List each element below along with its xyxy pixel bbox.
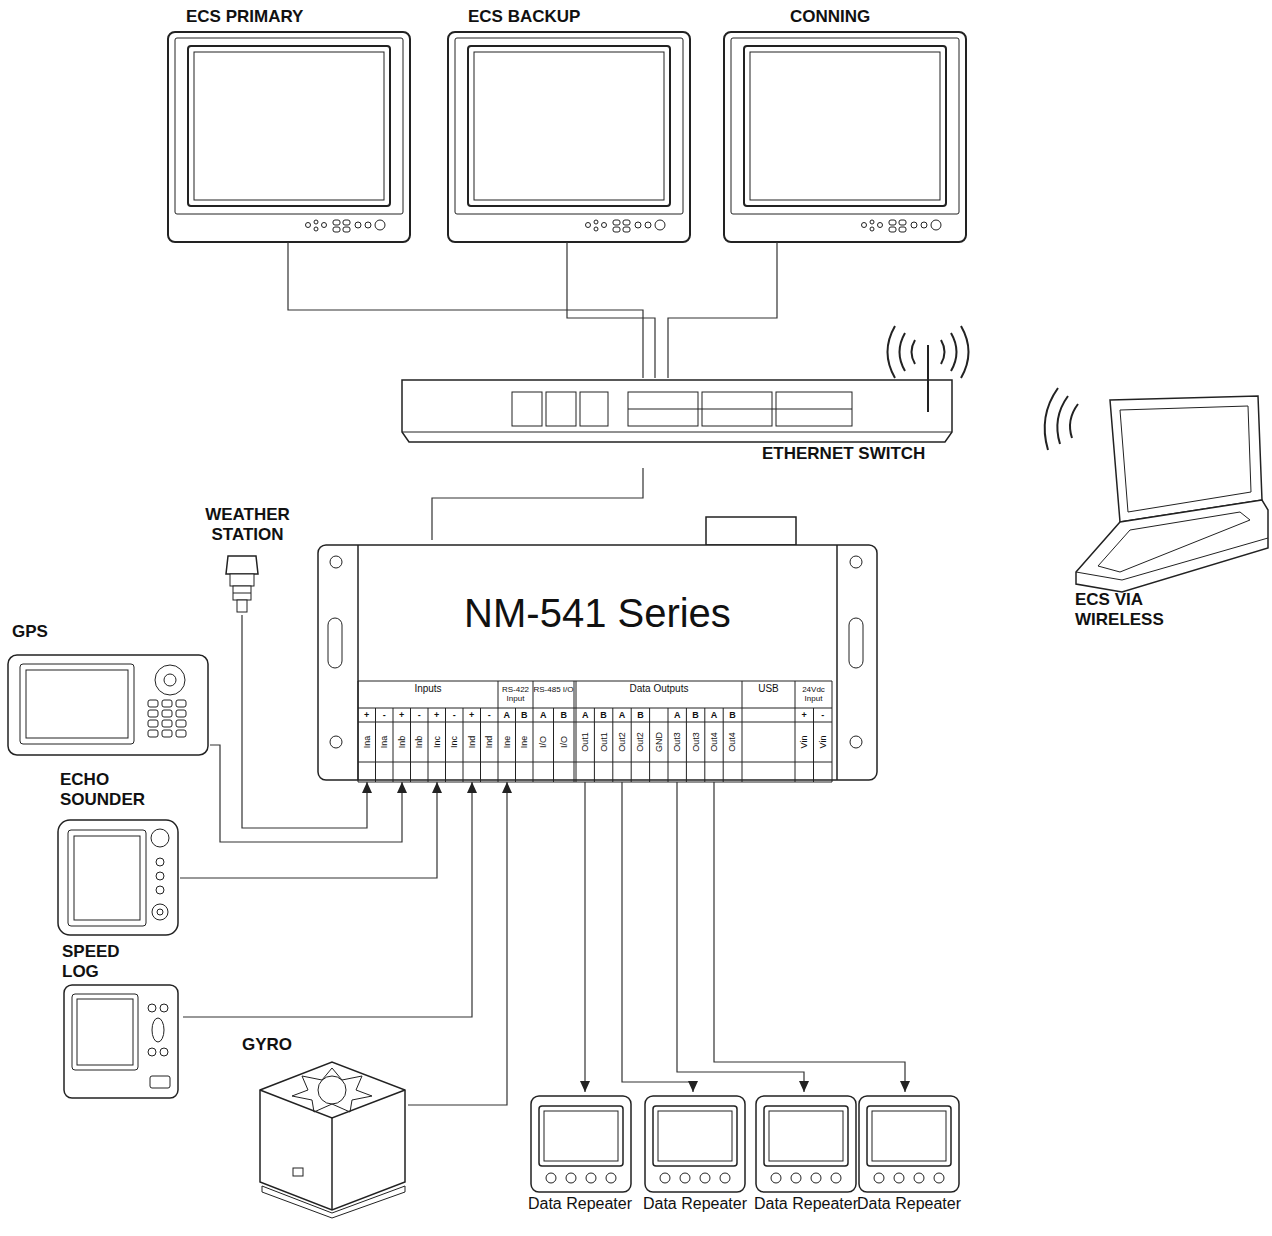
weather-sensor: WEATHER STATION [195, 505, 300, 615]
cable [210, 745, 402, 842]
pin-polarity: B [686, 709, 704, 721]
cable [668, 242, 777, 378]
pin-polarity: B [554, 709, 575, 721]
cable [432, 468, 643, 540]
pin-name: Inc [432, 736, 442, 748]
device-label: ECHO SOUNDER [60, 770, 152, 810]
pin-name: Vin [799, 736, 809, 749]
cable [567, 242, 655, 378]
pin-name: I/O [538, 736, 548, 748]
echo-sounder: ECHO SOUNDER [55, 770, 180, 938]
terminal-group-label: USB [742, 683, 795, 694]
cable [622, 782, 693, 1092]
wireless-laptop: ECS VIA WIRELESS [1060, 380, 1268, 630]
data-repeater: Data Repeater [525, 1092, 635, 1234]
cable [288, 242, 643, 378]
device-label: CONNING [790, 7, 870, 27]
pin-name: Out1 [599, 732, 609, 752]
data-repeater: Data Repeater [854, 1092, 964, 1234]
pin-name: Ina [362, 736, 372, 749]
data-repeater: Data Repeater [751, 1092, 861, 1234]
device-label: NM-541 Series [318, 590, 877, 637]
device-label: SPEED LOG [62, 942, 134, 982]
pin-polarity: - [376, 709, 394, 721]
data-repeater: Data Repeater [640, 1092, 750, 1234]
pin-polarity: + [463, 709, 481, 721]
device-label: GPS [12, 622, 48, 642]
pin-polarity: - [446, 709, 464, 721]
monitor: ECS BACKUP [448, 5, 690, 242]
cable [180, 782, 437, 878]
pin-polarity: + [795, 709, 814, 721]
device-label: WEATHER STATION [195, 505, 300, 545]
pin-polarity: A [533, 709, 554, 721]
pin-polarity: - [814, 709, 833, 721]
pin-polarity: A [668, 709, 686, 721]
device-label: Data Repeater [854, 1194, 964, 1213]
pin-polarity: A [576, 709, 594, 721]
pin-name: GND [654, 732, 664, 752]
pin-polarity: + [428, 709, 446, 721]
cable [714, 782, 905, 1092]
monitor: CONNING [724, 5, 966, 242]
speed-log: SPEED LOG [58, 942, 183, 1100]
monitor: ECS PRIMARY [168, 5, 410, 242]
terminal-group-label: RS-422 Input [498, 685, 533, 703]
pin-name: I/O [559, 736, 569, 748]
device-label: ECS VIA WIRELESS [1075, 590, 1205, 630]
pin-name: Inb [414, 736, 424, 749]
pin-polarity: - [481, 709, 499, 721]
pin-name: Ina [379, 736, 389, 749]
pin-polarity: B [723, 709, 741, 721]
pin-name: Inc [449, 736, 459, 748]
device-label: ECS PRIMARY [186, 7, 303, 27]
device-label: GYRO [242, 1035, 292, 1055]
pin-name: Out4 [727, 732, 737, 752]
pin-name: Vin [818, 736, 828, 749]
cable [183, 782, 472, 1017]
pin-polarity: + [358, 709, 376, 721]
terminal-group-label: RS-485 I/O [533, 685, 574, 694]
pin-polarity: + [393, 709, 411, 721]
pin-name: Out1 [580, 732, 590, 752]
gps-unit: GPS [5, 622, 210, 757]
pin-polarity: A [613, 709, 631, 721]
device-label: Data Repeater [525, 1194, 635, 1213]
pin-polarity: B [516, 709, 534, 721]
device-label: ETHERNET SWITCH [762, 444, 925, 464]
device-label: ECS BACKUP [468, 7, 580, 27]
pin-name: Out2 [635, 732, 645, 752]
cable [584, 782, 585, 1092]
pin-polarity: B [631, 709, 649, 721]
pin-name: Ine [519, 736, 529, 749]
pin-name: Out3 [672, 732, 682, 752]
pin-polarity: B [594, 709, 612, 721]
pin-name: Out2 [617, 732, 627, 752]
pin-name: Ind [467, 736, 477, 749]
pin-polarity: - [411, 709, 429, 721]
pin-name: Inb [397, 736, 407, 749]
cable [408, 782, 507, 1105]
cable [242, 615, 367, 828]
terminal-group-label: 24Vdc Input [795, 685, 832, 703]
terminal-group-label: Data Outputs [576, 683, 742, 694]
device-label: Data Repeater [640, 1194, 750, 1213]
pin-name: Out3 [691, 732, 701, 752]
pin-polarity: A [705, 709, 723, 721]
pin-name: Ine [502, 736, 512, 749]
gyro-compass: GYRO [238, 1035, 408, 1217]
cable [677, 782, 804, 1092]
pin-name: Ind [484, 736, 494, 749]
device-label: Data Repeater [751, 1194, 861, 1213]
pin-polarity: A [498, 709, 516, 721]
terminal-group-label: Inputs [358, 683, 498, 694]
pin-name: Out4 [709, 732, 719, 752]
ethernet-switch: ETHERNET SWITCH [400, 378, 954, 468]
